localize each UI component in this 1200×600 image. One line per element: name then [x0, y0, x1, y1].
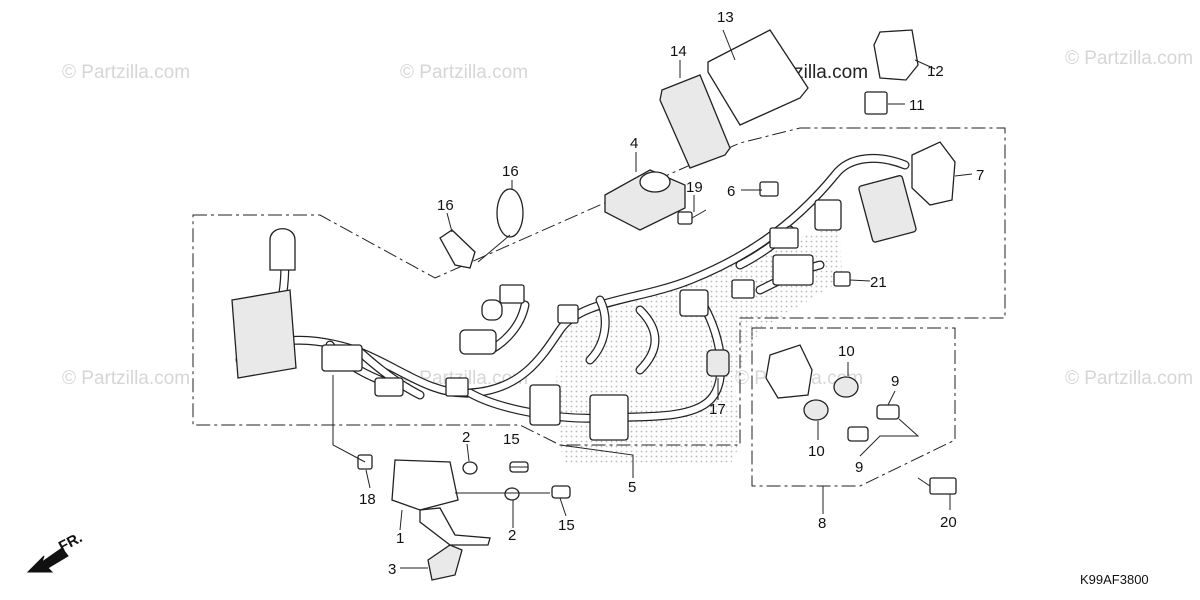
- watermark: © Partzilla.com: [400, 62, 528, 83]
- washers-and-bolts: [357, 454, 571, 501]
- callout-21: 21: [870, 274, 887, 291]
- relay: [864, 91, 888, 115]
- connector-small: [814, 199, 842, 231]
- callout-19: 19: [686, 179, 703, 196]
- callout-1: 1: [396, 530, 404, 547]
- sensor-group-outline: [751, 327, 956, 487]
- watermark: © Partzilla.com: [62, 62, 190, 83]
- connector-round: [481, 299, 503, 321]
- diagram-code: K99AF3800: [1080, 572, 1149, 587]
- front-direction-arrow: FR.: [26, 529, 85, 573]
- main-connector: [858, 175, 917, 243]
- ignition-coil-cylinder: [231, 228, 404, 397]
- callout-3: 3: [388, 561, 396, 578]
- bolt: [677, 209, 707, 225]
- callout-15: 15: [558, 517, 575, 534]
- callout-6: 6: [727, 183, 735, 200]
- sensor-group-parts: [765, 344, 957, 495]
- callout-18: 18: [359, 491, 376, 508]
- connector-small: [769, 227, 799, 249]
- callout-16: 16: [437, 197, 454, 214]
- watermark: © Partzilla.com: [1065, 368, 1193, 389]
- callout-10: 10: [808, 443, 825, 460]
- callout-16: 16: [502, 163, 519, 180]
- regulator-rectifier: [604, 169, 686, 231]
- callout-7: 7: [976, 167, 984, 184]
- callout-4: 4: [630, 135, 638, 152]
- connector-small: [499, 284, 525, 304]
- relay-connector: [873, 29, 919, 81]
- grommet: [706, 349, 730, 377]
- wire-band: [477, 188, 524, 263]
- connector-small: [445, 377, 469, 397]
- connector-boot: [459, 329, 497, 355]
- callout-14: 14: [670, 43, 687, 60]
- connector-block: [529, 384, 561, 426]
- connector-block: [772, 254, 814, 286]
- callout-9: 9: [855, 459, 863, 476]
- callout-2: 2: [508, 527, 516, 544]
- harness-shadow-lower: [560, 445, 740, 465]
- callout-5: 5: [628, 479, 636, 496]
- connector-cover: [911, 141, 956, 206]
- leader-lines: [332, 29, 973, 569]
- harness-group-outline: [192, 127, 1006, 446]
- callout-8: 8: [818, 515, 826, 532]
- callouts: 13 14 12 11 4 19 6 7 21 16 16 17 5 8 10 …: [359, 9, 984, 578]
- band-clip: [439, 229, 476, 269]
- callout-9: 9: [891, 373, 899, 390]
- callout-20: 20: [940, 514, 957, 531]
- callout-11: 11: [909, 97, 925, 114]
- ecu-unit: [707, 29, 809, 126]
- ignition-coil: [391, 459, 491, 546]
- connector-small: [557, 304, 579, 324]
- callout-17: 17: [709, 401, 726, 418]
- callout-13: 13: [717, 9, 734, 26]
- callout-10: 10: [838, 343, 855, 360]
- connector-small: [679, 289, 709, 317]
- clip-part: [759, 181, 779, 197]
- callout-15: 15: [503, 431, 520, 448]
- connector-small: [731, 279, 755, 299]
- watermark: © Partzilla.com: [1065, 48, 1193, 69]
- connector-block: [589, 394, 629, 441]
- clip-part: [833, 271, 851, 287]
- watermark: © Partzilla.com: [62, 368, 190, 389]
- harness-connectors: [445, 175, 917, 441]
- callout-2: 2: [462, 429, 470, 446]
- callout-12: 12: [927, 63, 944, 80]
- ecu-holder: [659, 74, 731, 169]
- plug-cap: [427, 544, 463, 581]
